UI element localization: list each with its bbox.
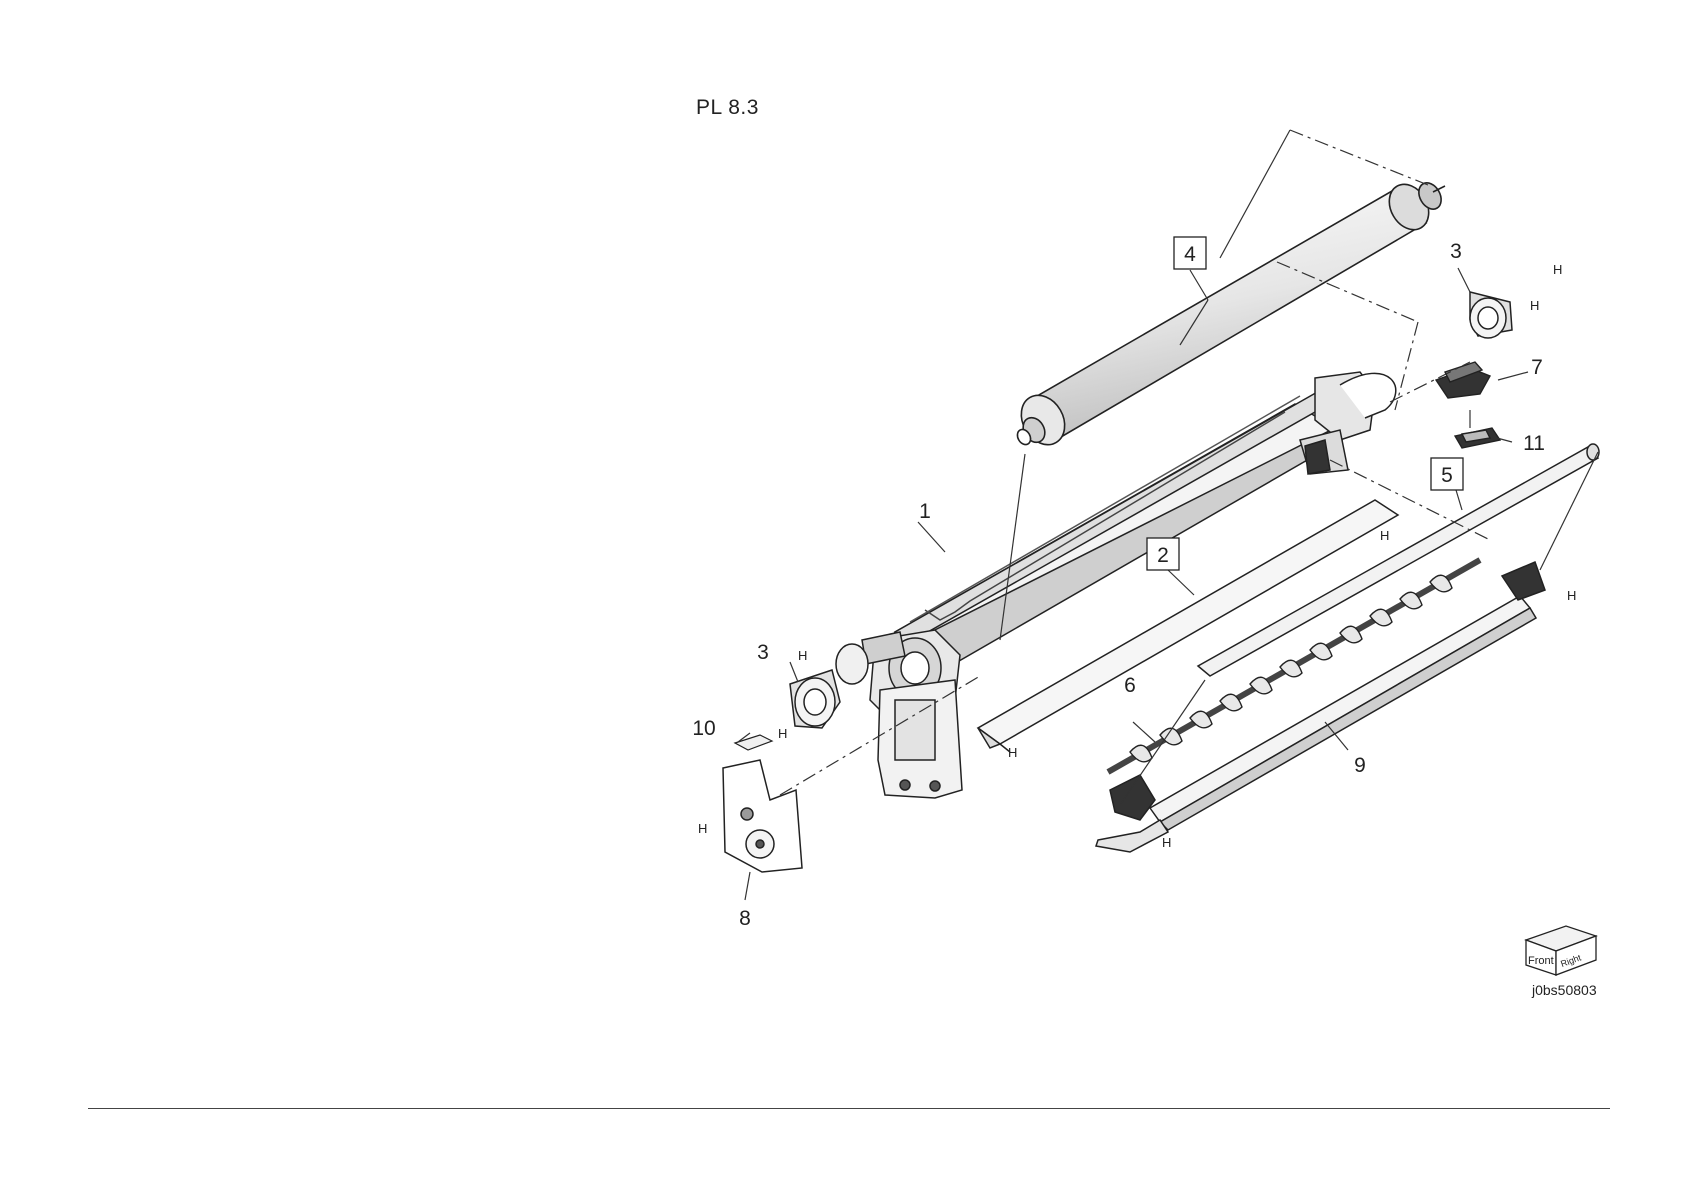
callout-10: 10 [692,717,715,740]
callout-9: 9 [1354,754,1366,777]
callout-3-rear: 3 [1450,240,1462,263]
orientation-cube-icon: Front Right [1526,926,1596,975]
h-label-seal-front: H [1008,745,1017,760]
callout-box-5: 5 [1431,458,1463,490]
callout-6: 6 [1124,674,1136,697]
h-label-frame-rear: H [1567,588,1576,603]
bracket-8 [723,760,802,872]
plate-10 [735,735,772,750]
bearing-3-front [790,670,840,728]
svg-text:2: 2 [1157,544,1169,567]
callout-1: 1 [919,500,931,523]
h-label-front-bearing: H [778,726,787,741]
h-label-front-top: H [798,648,807,663]
h-label-seal: H [1380,528,1389,543]
svg-text:5: 5 [1441,464,1453,487]
svg-text:Front: Front [1528,955,1554,967]
h-label-bracket: H [698,821,707,836]
h-label-rear-top: H [1553,262,1562,277]
footer-divider [88,1108,1610,1109]
h-label-rear-bearing: H [1530,298,1539,313]
callout-box-2: 2 [1147,538,1179,570]
callout-11: 11 [1523,432,1545,455]
bearing-3-rear [1470,292,1512,338]
callout-8: 8 [739,907,751,930]
h-label-frame-front: H [1162,835,1171,850]
image-reference-id: j0bs50803 [1532,982,1597,998]
svg-text:4: 4 [1184,243,1196,266]
pad-11 [1455,428,1500,448]
callout-3-front: 3 [757,641,769,664]
callout-box-4: 4 [1174,237,1206,269]
block-7 [1436,362,1490,398]
callout-7: 7 [1531,356,1543,379]
